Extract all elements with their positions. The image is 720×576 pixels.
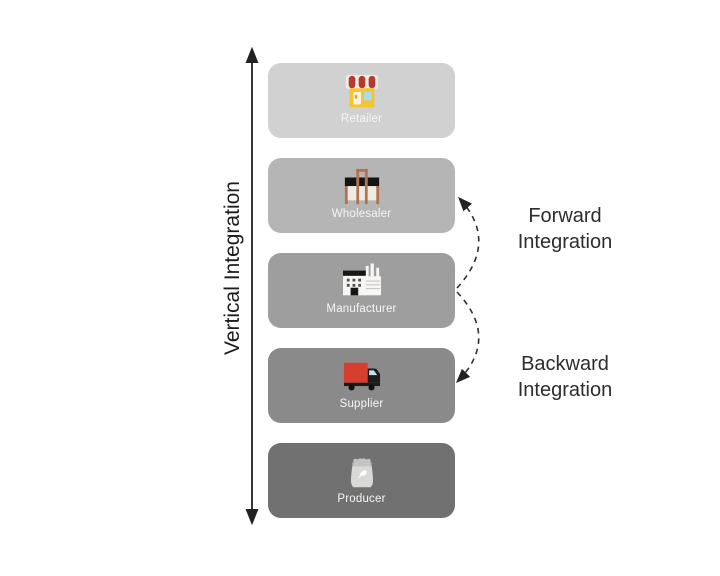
level-box-retailer: Retailer (268, 63, 455, 138)
backward-integration-label: Backward Integration (517, 353, 613, 401)
level-box-manufacturer: Manufacturer (268, 253, 455, 328)
level-label: Retailer (340, 113, 383, 125)
sack-icon (350, 458, 373, 488)
vertical-axis-label: Vertical Integration (221, 181, 244, 355)
level-box-wholesaler: Wholesaler (268, 158, 455, 233)
level-label: Supplier (339, 398, 384, 410)
truck-icon (343, 362, 380, 391)
forward-integration-arrow (456, 196, 480, 289)
level-label: Producer (337, 493, 386, 505)
store-icon (345, 74, 378, 108)
warehouse-icon (344, 168, 379, 205)
level-label: Wholesaler (331, 208, 392, 220)
level-box-producer: Producer (268, 443, 455, 518)
forward-integration-label: Forward Integration (517, 205, 613, 253)
level-box-supplier: Supplier (268, 348, 455, 423)
backward-integration-arrow (455, 291, 480, 384)
level-label: Manufacturer (326, 303, 397, 315)
factory-icon (342, 263, 381, 296)
